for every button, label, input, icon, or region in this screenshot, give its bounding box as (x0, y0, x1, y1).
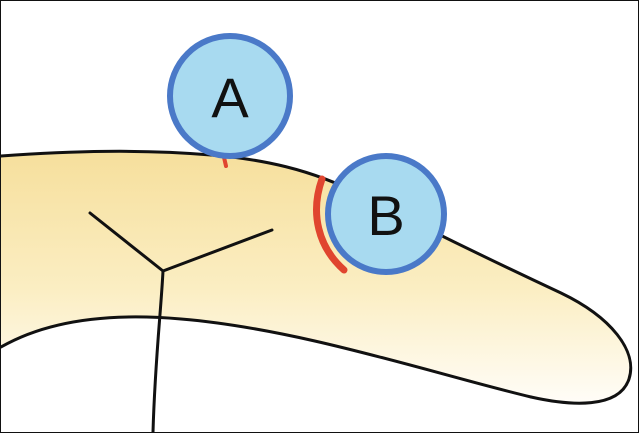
inner-line-right (161, 228, 274, 273)
highlight-b-arc (313, 175, 348, 274)
marker-a-label: A (211, 66, 249, 129)
lower-outline (1, 315, 533, 399)
body-shape (1, 151, 631, 404)
inner-line-down (151, 269, 165, 432)
marker-b-label: B (367, 184, 404, 247)
marker-b: B (325, 153, 447, 275)
marker-b-circle (325, 153, 447, 275)
marker-a-circle (167, 33, 293, 159)
marker-a: A (167, 33, 293, 159)
inner-line-left (88, 211, 165, 273)
